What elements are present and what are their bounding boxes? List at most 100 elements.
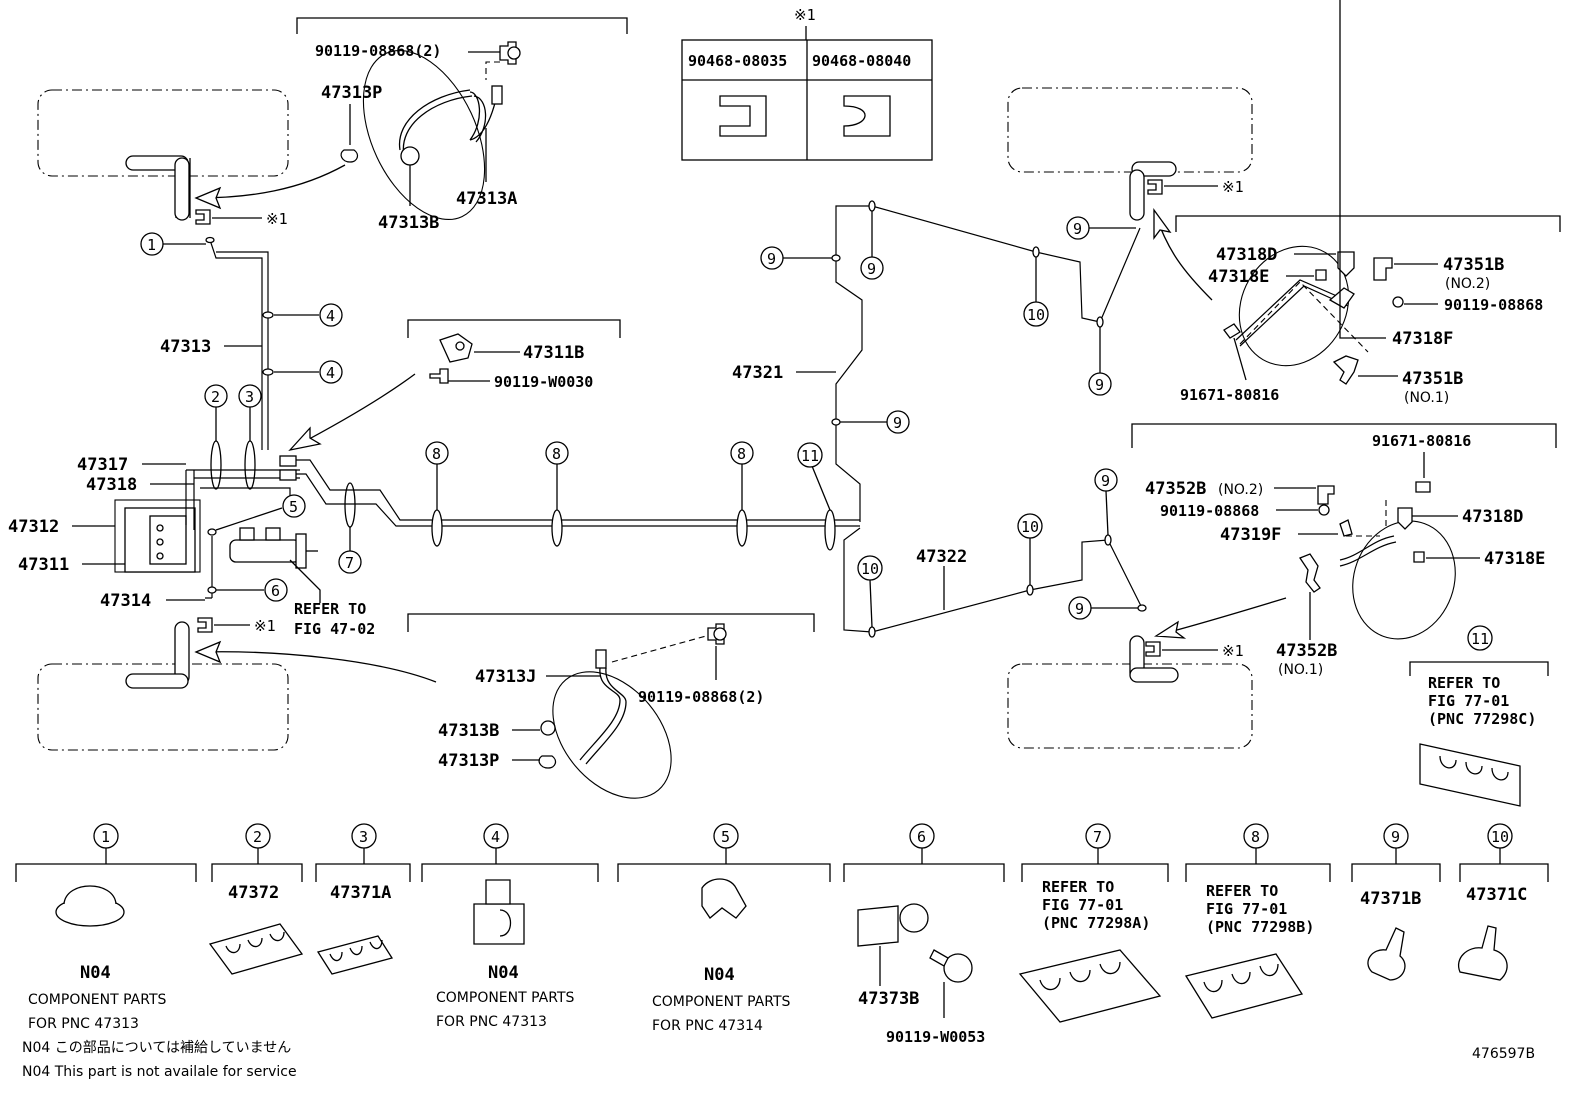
banjo-bolt-bottom xyxy=(540,720,556,736)
callout-2-num: 2 xyxy=(211,388,220,406)
legend-4-line3: FOR PNC 47313 xyxy=(436,1014,547,1030)
leader-9e xyxy=(1105,490,1109,536)
main-pipe-center xyxy=(296,459,860,527)
label-47318D-top: 47318D xyxy=(1216,245,1277,265)
clip-4-icon-top xyxy=(485,879,511,905)
legend-2-line1: 47372 xyxy=(228,883,279,903)
actuator-port-3 xyxy=(156,552,164,560)
label-91671-80816-b: 91671-80816 xyxy=(1372,432,1471,450)
front-right-wheel-group: ※1 xyxy=(37,617,437,751)
clip-9-47321-d xyxy=(831,418,841,426)
legend-9-num: 9 xyxy=(1391,828,1400,846)
rear-right-arrow xyxy=(1161,597,1287,635)
label-no2: (NO.2) xyxy=(1445,276,1490,292)
legend-10-bracket xyxy=(1459,848,1549,882)
union-b xyxy=(279,469,297,481)
left-main-pipes: 1 47313 4 4 2 3 47317 47318 473 xyxy=(8,232,621,638)
legend-1-num: 1 xyxy=(101,828,110,846)
callout-9d-num: 9 xyxy=(893,414,902,432)
master-cylinder-reservoir-b xyxy=(265,527,281,541)
brake-hose-top xyxy=(398,89,473,157)
label-90119-08868-2-bot: 90119-08868(2) xyxy=(638,688,764,706)
ref11-bracket xyxy=(1409,661,1549,676)
clip-10-47321 xyxy=(1032,246,1040,258)
legend-4-line1: N04 xyxy=(488,963,519,983)
label-47321: 47321 xyxy=(732,363,783,383)
legend-5-line1: N04 xyxy=(704,965,735,985)
legend-5-line3: FOR PNC 47314 xyxy=(652,1018,763,1034)
central-main-line: 8 8 8 11 xyxy=(296,441,860,551)
mark1-label-br: ※1 xyxy=(1222,642,1244,660)
front-left-arrow xyxy=(197,164,346,199)
legend-item-3: 3 47371A xyxy=(315,823,411,975)
bracket-rear-right xyxy=(1131,423,1557,448)
callout-9b-num: 9 xyxy=(867,260,876,278)
front-left-hose-stub-vertical xyxy=(174,157,190,221)
legend-item-7: 7 REFER TO FIG 77-01 (PNC 77298A) xyxy=(1018,823,1169,1023)
bracket-47352B-no1 xyxy=(1299,553,1321,593)
legend-6-num: 6 xyxy=(917,828,926,846)
rear-right-hose-stub-horizontal xyxy=(1129,667,1179,683)
legend-9-bracket xyxy=(1351,848,1441,882)
clamp-47372-slots xyxy=(225,931,285,954)
leader-91671-a xyxy=(1233,337,1247,381)
detail-circle-rear-left xyxy=(1238,245,1350,367)
clamp-11 xyxy=(824,509,836,551)
bracket-47352B-no2 xyxy=(1317,485,1335,505)
callout-4a-num: 4 xyxy=(326,307,335,325)
banjo-bolt-top xyxy=(400,146,420,166)
clip-10-47322-b xyxy=(1026,584,1034,596)
legend-1-line2: COMPONENT PARTS xyxy=(28,992,167,1008)
label-47318E-top: 47318E xyxy=(1208,267,1269,287)
clip-47313P-bot xyxy=(538,755,557,769)
union-47318D-bot xyxy=(1397,507,1413,530)
legend-8-line2: FIG 77-01 xyxy=(1206,900,1287,918)
bracket-47311B-hole xyxy=(455,341,465,351)
bracket-top-left xyxy=(296,17,628,34)
clip-47371C-icon xyxy=(1457,925,1508,981)
legend-10-line1: 47371C xyxy=(1466,885,1527,905)
hose-detail-circle-bottom xyxy=(552,671,672,799)
label-90119-08868-r2: 90119-08868 xyxy=(1160,502,1259,520)
master-cylinder-flange xyxy=(295,533,307,569)
actuator-port-2 xyxy=(156,538,164,546)
actuator-port-1 xyxy=(156,524,164,532)
label-47318F: 47318F xyxy=(1392,329,1453,349)
clip-icon-tr xyxy=(1147,179,1163,195)
label-47313B-bot: 47313B xyxy=(438,721,499,741)
callout-8b xyxy=(545,441,569,465)
front-right-wheel-outline xyxy=(37,663,289,751)
legend-7-line2: FIG 77-01 xyxy=(1042,896,1123,914)
ref11-line3: (PNC 77298C) xyxy=(1428,710,1536,728)
clip-9-47321-a xyxy=(831,254,841,262)
legend-item-9: 9 47371B xyxy=(1351,823,1441,981)
union-a xyxy=(279,455,297,467)
front-right-arrow xyxy=(199,651,437,683)
bolt-90119-W0030 xyxy=(429,368,449,384)
label-47319F: 47319F xyxy=(1220,525,1281,545)
callout-10c-num: 10 xyxy=(1021,518,1039,536)
dash-bolt-to-hose-bottom xyxy=(611,635,707,663)
clamp-77298C-icon xyxy=(1419,743,1521,807)
hose-detail-circle-top xyxy=(362,49,486,221)
legend-item-1: 1 N04 COMPONENT PARTS FOR PNC 47313 xyxy=(15,823,197,1032)
clip-icon-bl xyxy=(197,617,213,633)
rear-right-dash-a xyxy=(1346,500,1387,537)
pipe-47321 xyxy=(835,205,1141,522)
label-no1: (NO.1) xyxy=(1404,390,1449,406)
label-47313B-top: 47313B xyxy=(378,213,439,233)
clamp-47373B-icon xyxy=(857,905,899,947)
front-right-arrowhead xyxy=(194,640,222,664)
rear-left-arrowhead xyxy=(1153,208,1172,240)
rear-right-pipe xyxy=(1339,535,1397,567)
leader-47318F-h xyxy=(1339,312,1386,339)
front-left-wheel-outline xyxy=(37,89,289,177)
master-cylinder-reservoir-a xyxy=(239,527,255,541)
clip-9-47321-c xyxy=(1096,316,1104,328)
brake-hose-bottom xyxy=(579,667,627,765)
shim-icon-2 xyxy=(843,95,891,137)
clip-4a xyxy=(262,311,274,319)
label-47317: 47317 xyxy=(77,455,128,475)
legend-item-2: 2 47372 xyxy=(208,823,304,975)
label-fig-47-02: FIG 47-02 xyxy=(294,620,375,638)
